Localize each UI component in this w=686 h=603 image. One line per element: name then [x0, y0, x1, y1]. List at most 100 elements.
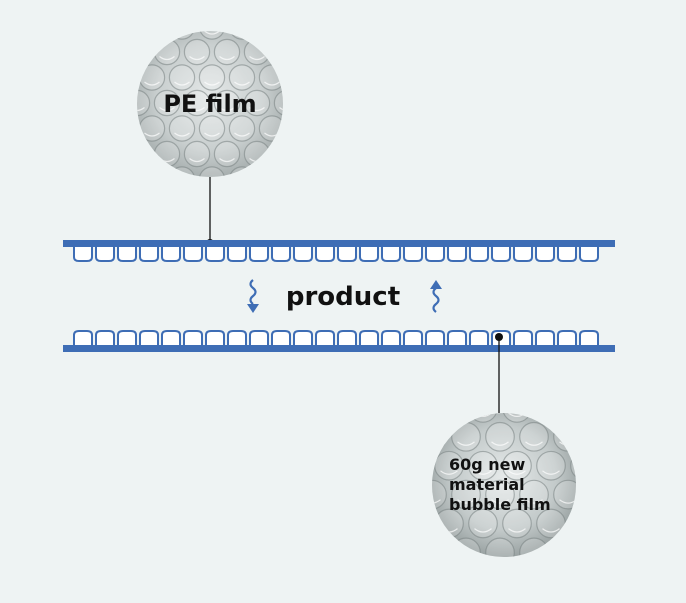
texture-highlight: [594, 442, 611, 445]
texture-bubble: [485, 479, 515, 510]
texture-bubble: [94, 141, 119, 166]
texture-bubble: [384, 480, 413, 509]
texture-highlight: [432, 441, 441, 446]
texture-highlight: [526, 558, 543, 561]
texture-highlight: [189, 107, 205, 112]
bubble-film-sample: 60g new material bubble film: [384, 384, 634, 596]
texture-highlight: [295, 31, 310, 34]
texture-bubble: [243, 89, 271, 117]
film-bubble: [447, 330, 467, 345]
texture-highlight: [542, 470, 560, 475]
texture-bubble: [605, 451, 634, 480]
texture-highlight: [474, 470, 492, 475]
bubble-film-label-line-3: bubble film: [449, 495, 551, 514]
texture-highlight: [220, 210, 235, 213]
texture-bubble: [137, 89, 151, 117]
texture-highlight: [407, 413, 424, 416]
texture-bubble: [109, 14, 134, 39]
texture-bubble: [588, 538, 617, 567]
film-bubble: [315, 247, 335, 262]
texture-highlight: [526, 384, 543, 387]
texture-highlight: [440, 413, 458, 417]
texture-highlight: [100, 210, 115, 213]
texture-highlight: [390, 442, 407, 445]
top-film-bubbles: [73, 247, 599, 262]
texture-bubble: [168, 64, 196, 91]
texture-bubble: [434, 413, 464, 423]
texture-bubble: [273, 140, 283, 168]
texture-bubble: [243, 38, 271, 66]
texture-highlight: [457, 441, 475, 446]
film-bubble: [403, 330, 423, 345]
texture-highlight: [525, 441, 543, 446]
texture-highlight: [611, 413, 628, 416]
texture-bubble: [502, 450, 532, 481]
film-bubble: [447, 247, 467, 262]
texture-highlight: [492, 558, 509, 561]
texture-highlight: [390, 500, 407, 503]
texture-bubble: [168, 31, 196, 40]
film-bubble: [95, 330, 115, 345]
film-bubble: [139, 247, 159, 262]
texture-bubble: [432, 421, 447, 452]
texture-highlight: [280, 6, 295, 9]
texture-highlight: [189, 56, 205, 61]
texture-bubble: [124, 0, 149, 14]
texture-bubble: [137, 140, 151, 168]
product-label: product: [286, 282, 400, 312]
texture-bubble: [214, 192, 239, 217]
pe-film-label: PE film: [163, 90, 256, 118]
texture-bubble: [519, 479, 549, 510]
texture-bubble: [109, 65, 134, 90]
texture-highlight: [440, 470, 458, 475]
texture-highlight: [611, 471, 628, 474]
texture-highlight: [475, 586, 492, 589]
texture-bubble: [228, 64, 256, 91]
film-bubble: [337, 330, 357, 345]
texture-bubble: [94, 0, 119, 14]
texture-bubble: [502, 508, 532, 539]
bubble-film-label-line-1: 60g new: [449, 455, 526, 474]
texture-bubble: [184, 192, 209, 217]
texture-highlight: [295, 184, 310, 187]
texture-bubble: [289, 167, 314, 192]
texture-highlight: [249, 56, 265, 61]
texture-bubble: [153, 140, 181, 168]
texture-bubble: [570, 508, 576, 539]
film-bubble: [139, 330, 159, 345]
up-arrow-icon: [432, 287, 440, 313]
film-bubble: [557, 247, 577, 262]
texture-bubble: [468, 413, 498, 423]
texture-highlight: [279, 107, 283, 112]
texture-bubble: [273, 38, 283, 66]
texture-highlight: [234, 31, 250, 35]
texture-highlight: [264, 81, 280, 86]
texture-highlight: [250, 210, 265, 213]
texture-bubble: [468, 508, 498, 539]
texture-bubble: [401, 394, 430, 423]
texture-bubble: [571, 567, 600, 596]
texture-bubble: [553, 421, 576, 452]
texture-bubble: [258, 115, 283, 142]
texture-highlight: [145, 184, 160, 187]
texture-highlight: [115, 133, 130, 136]
texture-bubble: [289, 14, 314, 39]
texture-highlight: [407, 586, 424, 589]
texture-highlight: [279, 158, 283, 163]
film-bubble: [73, 247, 93, 262]
texture-bubble: [94, 39, 119, 64]
film-bubble: [293, 330, 313, 345]
texture-bubble: [401, 567, 430, 596]
texture-bubble: [289, 65, 314, 90]
texture-bubble: [244, 0, 269, 14]
film-bubble: [205, 330, 225, 345]
bottom-film-bubbles: [73, 330, 599, 345]
texture-highlight: [577, 471, 594, 474]
texture-highlight: [250, 6, 265, 9]
texture-bubble: [109, 116, 134, 141]
film-bubble: [271, 330, 291, 345]
texture-bubble: [384, 423, 413, 452]
film-bubble: [227, 247, 247, 262]
texture-highlight: [174, 81, 190, 86]
texture-highlight: [458, 384, 475, 387]
